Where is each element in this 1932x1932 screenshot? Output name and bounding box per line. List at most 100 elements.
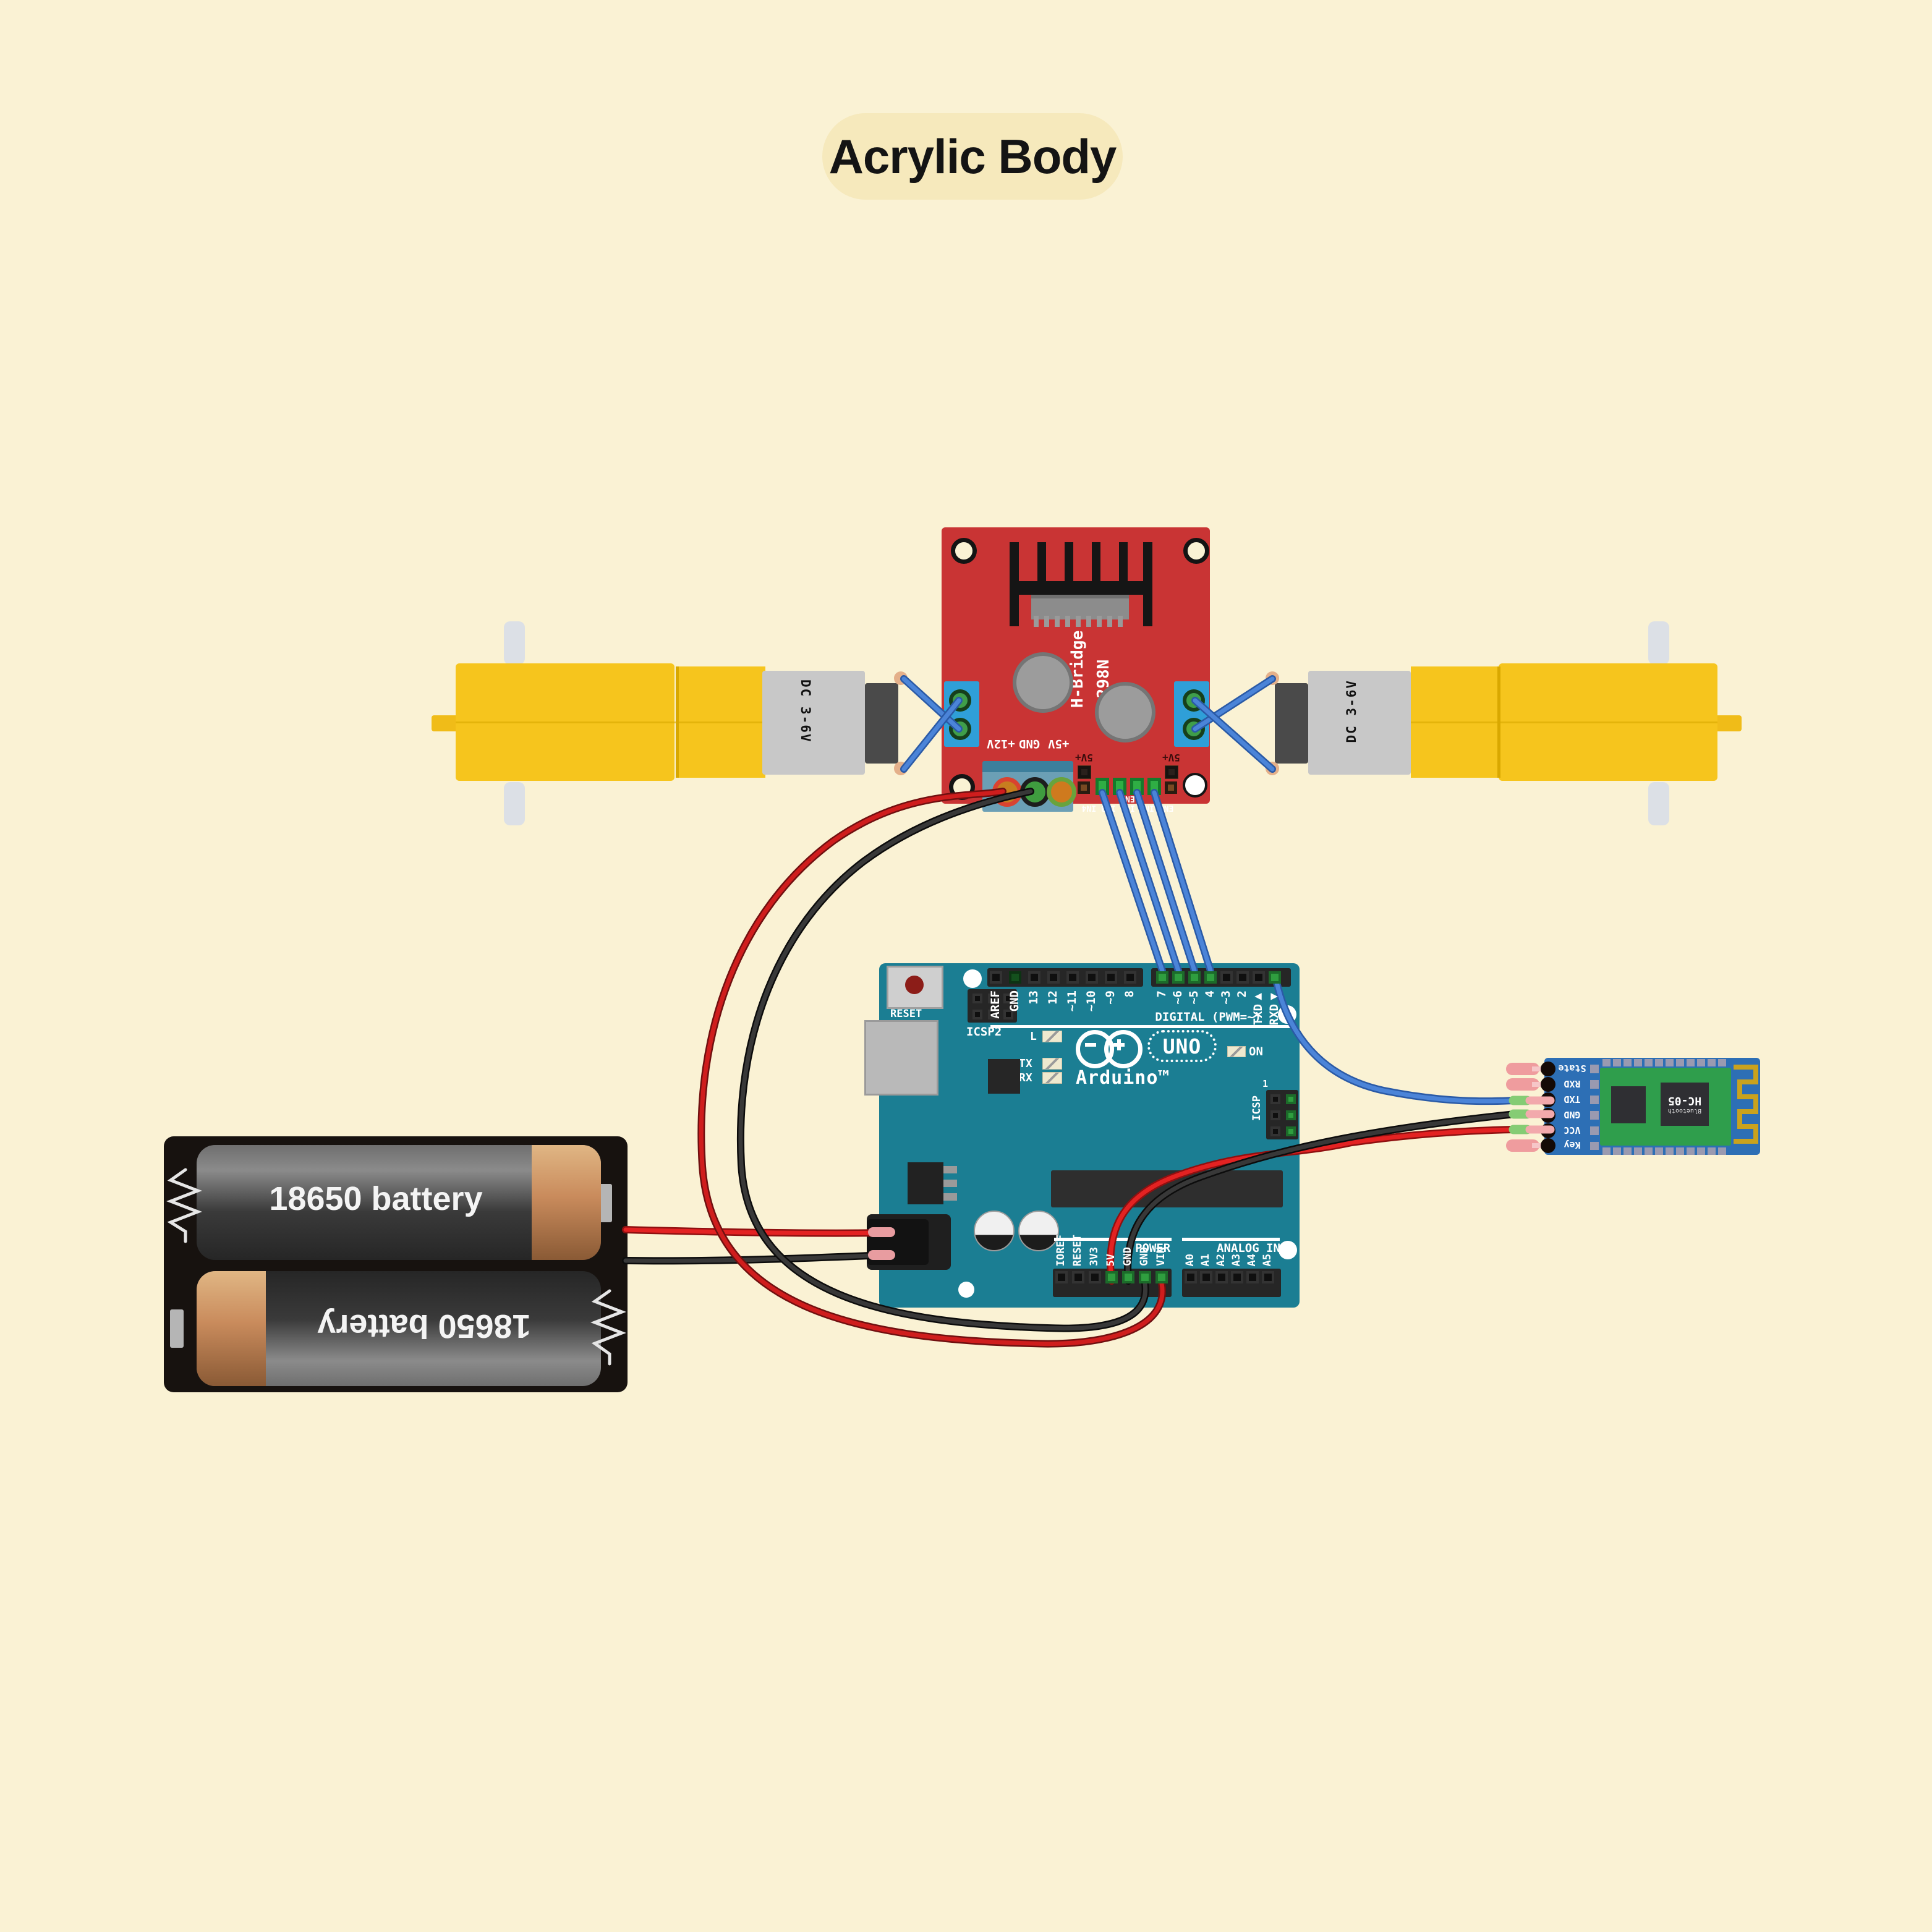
- motor-left-can: DC 3-6V: [762, 671, 865, 775]
- pin: [1246, 1271, 1259, 1283]
- pin: [972, 1010, 982, 1019]
- pin: [1286, 1126, 1296, 1136]
- pin: [1270, 1126, 1280, 1136]
- l298n-hole-bl: [949, 774, 975, 800]
- regulator-tab-1: [943, 1166, 957, 1173]
- hc05-chip-label: HC-05: [1667, 1094, 1702, 1107]
- battery-cell-top-positive-cap: [532, 1145, 601, 1260]
- led-l: [1042, 1031, 1062, 1042]
- led-rx-label: RX: [1019, 1071, 1032, 1084]
- hc05-pad-row-top: [1602, 1059, 1729, 1066]
- power-pin-label-ioref: IOREF: [1055, 1234, 1067, 1266]
- arduino-hole-bottom-left: [958, 1282, 974, 1298]
- pin: [1055, 1271, 1068, 1283]
- pin: [1047, 971, 1060, 984]
- digital-left-label-10: ~10: [1084, 990, 1098, 1012]
- l298n-pcb: [942, 527, 1210, 804]
- reset-button: [887, 966, 943, 1009]
- digital-right-label-2: 2: [1235, 990, 1249, 998]
- arduino-logo-circle-right: [1104, 1030, 1143, 1068]
- jumper-ena-2: [1078, 781, 1090, 794]
- pin: [1105, 971, 1117, 984]
- led-tx: [1042, 1058, 1062, 1070]
- power-pin-label-gnd: GND: [1138, 1247, 1151, 1266]
- jumper-label-ena: 5V+: [1075, 752, 1093, 764]
- page-title: Acrylic Body: [828, 129, 1117, 184]
- hc05-pad-row-bottom: [1602, 1147, 1729, 1155]
- wire-rx0-to-hc05-txd-outline: [1272, 973, 1518, 1105]
- pin: [1155, 1271, 1168, 1283]
- pin: [1236, 971, 1249, 984]
- analog-pin-label-a3: A3: [1230, 1253, 1243, 1266]
- screw-left-1: [949, 689, 971, 712]
- motor-right-seam: [1411, 721, 1717, 723]
- arduino-hole-right-bottom: [1279, 1241, 1297, 1259]
- motor-right-label: DC 3-6V: [1344, 679, 1359, 743]
- uno-label: UNO: [1162, 1034, 1202, 1058]
- analog-pin-label-a4: A4: [1246, 1253, 1258, 1266]
- motor-left-shaft-nub: [432, 715, 459, 731]
- screw-left-2: [949, 718, 971, 740]
- pin: [1124, 971, 1136, 984]
- digital-left-label-12: 12: [1046, 990, 1060, 1005]
- regulator-tab-2: [943, 1180, 957, 1187]
- l298-chip-body: [1031, 595, 1129, 619]
- pin: [1270, 1110, 1280, 1120]
- hc05-chip-small: [1611, 1086, 1646, 1123]
- digital-silk-rule: [990, 1025, 1291, 1028]
- pin: [1009, 971, 1021, 984]
- pin: [1270, 1094, 1280, 1104]
- wire-in2-to-d6-outline: [1116, 789, 1182, 974]
- pin: [1028, 971, 1040, 984]
- analog-silk-rule: [1182, 1238, 1280, 1241]
- l298-chip-legs: [1034, 616, 1128, 627]
- l298n-hole-br: [1183, 773, 1207, 798]
- power-pad-12v: [992, 777, 1022, 807]
- heatsink-fin-2: [1065, 542, 1073, 581]
- hc05-pinbump-txd: [1541, 1092, 1555, 1107]
- pin: [1231, 1271, 1243, 1283]
- motor-right-terminal-bottom: [1266, 762, 1279, 775]
- power-pin-label-reset: RESET: [1071, 1234, 1084, 1266]
- pin: [1139, 1271, 1151, 1283]
- hc05-pinbump-rxd: [1541, 1077, 1555, 1092]
- analog-pin-label-a1: A1: [1199, 1253, 1212, 1266]
- usb-connector: [864, 1020, 938, 1096]
- digital-left-label-9: ~9: [1104, 990, 1117, 1005]
- battery-cell-bottom: 18650 battery: [197, 1271, 601, 1386]
- icsp-pin1-label: 1: [1262, 1078, 1269, 1089]
- power-pin-label-gnd: GND: [1121, 1247, 1134, 1266]
- led-on-label: ON: [1249, 1045, 1263, 1058]
- digital-right-label-rxd: RXD◀: [1267, 990, 1281, 1026]
- digital-right-label-6: ~6: [1171, 990, 1185, 1005]
- control-pin-in1: [1096, 778, 1109, 795]
- power-pad-gnd: [1020, 777, 1050, 807]
- wire-in1-to-d7: [1100, 790, 1165, 973]
- digital-right-label-4: 4: [1203, 990, 1217, 998]
- digital-right-label-5: ~5: [1187, 990, 1201, 1005]
- wire-rx0-to-hc05-txd: [1273, 974, 1517, 1104]
- pin: [1105, 1271, 1118, 1283]
- digital-right-label-3: ~3: [1219, 990, 1233, 1005]
- digital-right-label-txd: TXD▶: [1251, 990, 1265, 1026]
- power-label-gnd: GND: [1019, 737, 1040, 751]
- power-pin-label-vin: VIN: [1155, 1247, 1167, 1266]
- led-rx: [1042, 1072, 1062, 1084]
- analog-pin-label-a5: A5: [1261, 1253, 1274, 1266]
- wire-in3-to-d5-outline: [1133, 789, 1198, 974]
- power-pin-label-3v3: 3V3: [1088, 1247, 1100, 1266]
- wire-battery-positive-outline: [622, 1226, 889, 1237]
- arduino-logo-plus-v: [1117, 1039, 1121, 1050]
- motor-left-terminal-top: [894, 671, 908, 685]
- hc05-pin-label-txd: TXD: [1564, 1094, 1581, 1105]
- reset-label: RESET: [890, 1008, 922, 1020]
- digital-left-label-gnd: GND: [1008, 990, 1021, 1012]
- pin: [1262, 1271, 1274, 1283]
- wire-battery-negative-outline: [622, 1251, 889, 1265]
- motor-left-label: DC 3-6V: [798, 679, 813, 743]
- digital-right-label-7: 7: [1155, 990, 1168, 998]
- led-l-label: L: [1030, 1030, 1037, 1043]
- wire-in4-to-d4-outline: [1151, 789, 1214, 974]
- analog-pin-label-a2: A2: [1215, 1253, 1227, 1266]
